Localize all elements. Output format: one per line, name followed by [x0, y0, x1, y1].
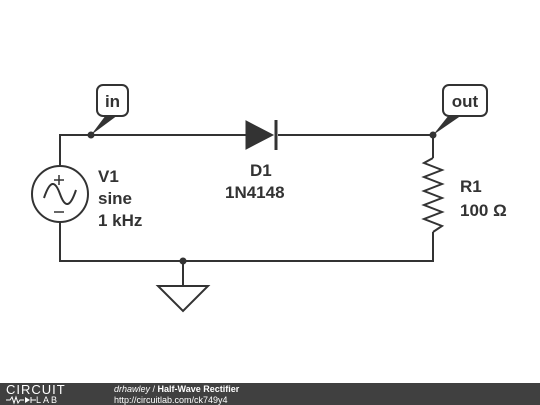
ground-icon: [155, 285, 211, 313]
in-flag-box: [96, 84, 129, 117]
sine-wave-icon: [43, 183, 77, 205]
out-node-dot: [429, 131, 437, 139]
diode-name-label: D1: [250, 161, 272, 180]
circuit-url-link[interactable]: http://circuitlab.com/ck749y4: [114, 395, 228, 405]
node-label-in[interactable]: in: [87, 84, 129, 139]
in-flag-pointer: [91, 115, 118, 135]
diode-part-label: 1N4148: [225, 183, 285, 202]
logo-bottom-text: LAB: [36, 395, 60, 405]
wires: [59, 134, 434, 286]
author-link[interactable]: drhawley: [114, 384, 151, 394]
footer-bar: CIRCUIT LAB drhawley / Half-Wave Rectifi…: [0, 383, 540, 405]
resistor-name-label: R1: [460, 177, 482, 196]
voltage-source-v1[interactable]: [31, 165, 89, 223]
in-label: in: [105, 92, 120, 111]
logo-top-text: CIRCUIT: [6, 382, 66, 397]
source-name-label: V1: [98, 167, 119, 186]
meta-separator: /: [150, 384, 158, 394]
ground-junction-dot: [179, 257, 187, 265]
logo-circuit-icon: [6, 395, 36, 405]
node-label-out[interactable]: out: [429, 84, 488, 139]
circuit-title[interactable]: Half-Wave Rectifier: [157, 384, 240, 394]
out-flag-box: [442, 84, 488, 117]
in-node-dot: [87, 131, 95, 139]
source-frequency-label: 1 kHz: [98, 211, 142, 230]
wire-top-right: [278, 134, 434, 158]
source-type-label: sine: [98, 189, 132, 208]
resistor-r1[interactable]: [421, 157, 445, 233]
circuit-meta: drhawley / Half-Wave Rectifier: [114, 384, 239, 394]
resistor-value-label: 100 Ω: [460, 201, 507, 220]
diode-anode-triangle: [245, 120, 275, 150]
wire-bottom: [59, 222, 434, 262]
circuitlab-logo[interactable]: CIRCUIT LAB: [6, 383, 98, 405]
diode-d1[interactable]: [245, 120, 278, 150]
out-flag-pointer: [433, 115, 462, 135]
wire-top-left: [59, 134, 246, 166]
out-label: out: [452, 92, 479, 111]
plus-icon: [54, 175, 64, 185]
